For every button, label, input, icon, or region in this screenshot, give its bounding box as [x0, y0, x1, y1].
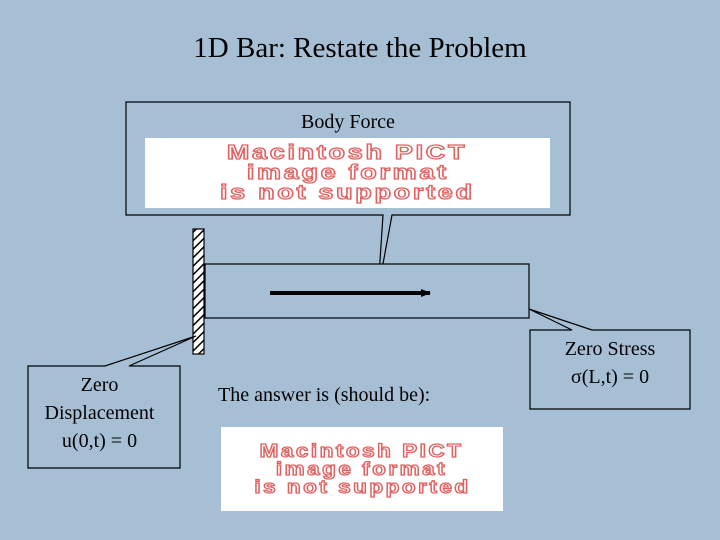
zero-displacement-line2: Displacement	[44, 402, 155, 424]
placeholder-line: is not supported	[219, 182, 475, 204]
unsupported-image-placeholder-top: Macintosh PICT image format is not suppo…	[145, 138, 550, 208]
placeholder-line: image format	[246, 162, 449, 184]
body-force-label: Body Force	[301, 111, 395, 133]
zero-stress-line1: Zero Stress	[564, 338, 656, 360]
zero-displacement-label: Zero Displacement u(0,t) = 0	[28, 371, 171, 455]
unsupported-image-placeholder-bottom: Macintosh PICT image format is not suppo…	[221, 427, 503, 511]
zero-displacement-callout-box	[27, 335, 197, 469]
slide-title: 1D Bar: Restate the Problem	[193, 32, 527, 64]
placeholder-line: Macintosh PICT	[227, 142, 468, 164]
zero-displacement-line1: Zero	[80, 374, 119, 396]
zero-displacement-equation: u(0,t) = 0	[61, 430, 138, 452]
answer-text: The answer is (should be):	[218, 384, 431, 406]
zero-stress-callout-box	[528, 308, 691, 410]
fixed-wall	[192, 228, 205, 355]
zero-stress-label: Zero Stress σ(L,t) = 0	[530, 335, 690, 391]
zero-stress-equation: σ(L,t) = 0	[570, 366, 650, 388]
placeholder-line: image format	[276, 459, 448, 479]
placeholder-line: is not supported	[253, 477, 471, 497]
placeholder-line: Macintosh PICT	[259, 441, 464, 461]
